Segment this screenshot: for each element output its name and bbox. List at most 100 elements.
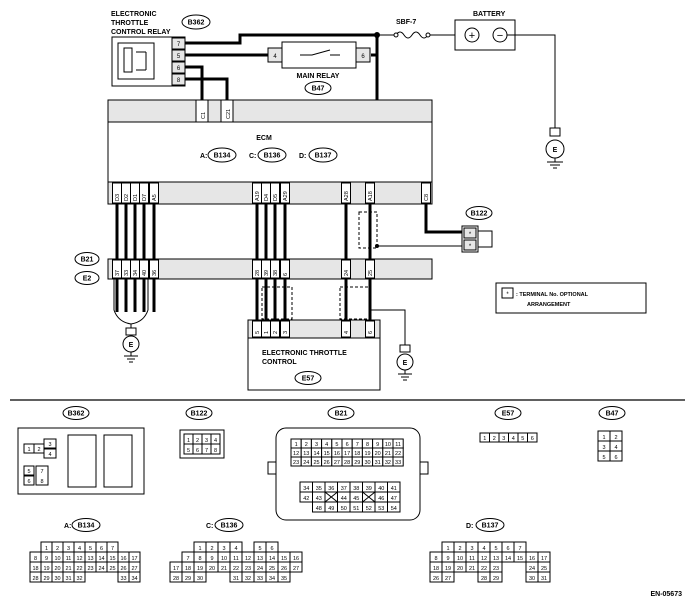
wire-relay6-ecm xyxy=(185,65,204,100)
b362-view-pin: 3 xyxy=(48,442,51,448)
b21-view-pin: 48 xyxy=(316,506,322,512)
ecm-conn-d: B137 xyxy=(315,153,332,160)
legend-pin-cell xyxy=(501,287,514,299)
b134-view-badge xyxy=(71,518,101,532)
ecm-wires xyxy=(115,204,372,320)
e57-view-cell xyxy=(527,432,538,443)
main-relay-pin: 6 xyxy=(361,54,365,60)
b362-view-pin: 6 xyxy=(27,479,30,485)
b21-view-pin: 7 xyxy=(356,442,359,448)
e57-view-label: E57 xyxy=(502,411,515,418)
b21-pin-cell xyxy=(341,259,351,279)
b136-view-pin: 14 xyxy=(269,556,275,562)
etc-pin: 1 xyxy=(264,331,270,334)
b137-view-pin: 4 xyxy=(482,546,485,552)
b47-view-badge xyxy=(598,406,626,420)
b21-view-blank xyxy=(324,491,338,503)
ecm-pin-cell xyxy=(280,182,290,204)
shield-dashed xyxy=(261,286,293,320)
b362-view-cell xyxy=(23,465,35,476)
b136-view-pin: 16 xyxy=(293,556,299,562)
ecm-conn-c-prefix: C: xyxy=(249,153,256,160)
b21-view-pin: 49 xyxy=(328,506,334,512)
b137-view-pin: 30 xyxy=(529,576,535,582)
b21-view-pin: 23 xyxy=(293,460,299,466)
b21-view-pin: 6 xyxy=(346,442,349,448)
ground-icon xyxy=(124,352,138,363)
b136-view-pin: 17 xyxy=(173,566,179,572)
b21-pin-cell xyxy=(270,259,280,279)
b21-view-pin: 50 xyxy=(341,506,347,512)
b122-view-pin: 2 xyxy=(196,438,199,444)
b21-view-pin: 3 xyxy=(315,442,318,448)
ecm-conn-c-badge xyxy=(257,147,287,163)
b134-view-pin: 18 xyxy=(32,566,38,572)
b136-view-pin: 18 xyxy=(185,566,191,572)
etc-relay-title-2: THROTTLE xyxy=(111,20,149,27)
ecm-bottom-pin: D2 xyxy=(124,194,130,201)
b122-view-pin: 7 xyxy=(205,448,208,454)
b134-view-pin: 26 xyxy=(120,566,126,572)
b134-view-pin: 33 xyxy=(120,576,126,582)
b362-view-slot xyxy=(67,434,97,488)
b21-view-latch xyxy=(419,461,429,475)
b134-view-pin: 17 xyxy=(131,556,137,562)
etc-relay-connector: B362 xyxy=(188,20,205,27)
b136-view-label: B136 xyxy=(221,523,238,530)
b21-view-pin: 13 xyxy=(303,451,309,457)
b137-view-pin: 2 xyxy=(458,546,461,552)
b134-view-pin: 24 xyxy=(98,566,104,572)
b137-view-badge xyxy=(475,518,505,532)
b122-view-pin: 8 xyxy=(214,448,217,454)
etc-pin: 3 xyxy=(283,331,289,334)
b21-view-pin: 20 xyxy=(375,451,381,457)
ecm-top-connector xyxy=(107,99,433,123)
b362-view-badge xyxy=(62,406,90,420)
b21-view-pin: 27 xyxy=(334,460,340,466)
b134-view-cell xyxy=(128,571,141,583)
b21-view-pin: 30 xyxy=(364,460,370,466)
b362-view-slot xyxy=(103,434,133,488)
b21-pin: 39 xyxy=(264,270,270,276)
b122-pin-cell xyxy=(463,227,477,239)
e57-view-pin: 2 xyxy=(493,436,496,442)
b362-view-pin: 5 xyxy=(27,469,30,475)
etc-relay-pin: 7 xyxy=(177,42,181,48)
main-relay-connector-badge xyxy=(304,81,332,95)
b134-view-pin: 23 xyxy=(87,566,93,572)
b134-view-pin: 1 xyxy=(45,546,48,552)
b137-view-prefix: D: xyxy=(466,523,473,530)
b134-view-pin: 28 xyxy=(32,576,38,582)
b21-view-latch xyxy=(267,461,277,475)
b21-view-pin: 15 xyxy=(324,451,330,457)
b21-pin: 36 xyxy=(152,270,158,276)
b136-view-pin: 7 xyxy=(186,556,189,562)
etc-pin-cell xyxy=(280,320,290,338)
main-relay-body xyxy=(281,41,357,69)
b137-view-pin: 28 xyxy=(481,576,487,582)
ecm-bottom-pin: C8 xyxy=(424,194,430,201)
shield-dashed xyxy=(339,286,371,320)
b137-view-pin: 8 xyxy=(434,556,437,562)
b21-view-pin: 45 xyxy=(353,496,359,502)
b134-view-pin: 11 xyxy=(66,556,72,562)
b21-view-pin: 1 xyxy=(295,442,298,448)
b134-view-pin: 6 xyxy=(100,546,103,552)
b136-view-pin: 21 xyxy=(221,566,227,572)
b122-view-pin: 5 xyxy=(187,448,190,454)
b47-view-label: B47 xyxy=(606,411,619,418)
b21-view-pin: 35 xyxy=(316,486,322,492)
etc-relay-pin: 6 xyxy=(177,66,181,72)
b47-view-pin: 2 xyxy=(614,435,617,441)
b21-view-pin: 4 xyxy=(325,442,328,448)
b21-view-pin: 37 xyxy=(341,486,347,492)
b134-view-pin: 31 xyxy=(65,576,71,582)
b136-view-pin: 23 xyxy=(245,566,251,572)
ecm-conn-a: B134 xyxy=(214,153,231,160)
battery-minus: − xyxy=(497,30,503,42)
